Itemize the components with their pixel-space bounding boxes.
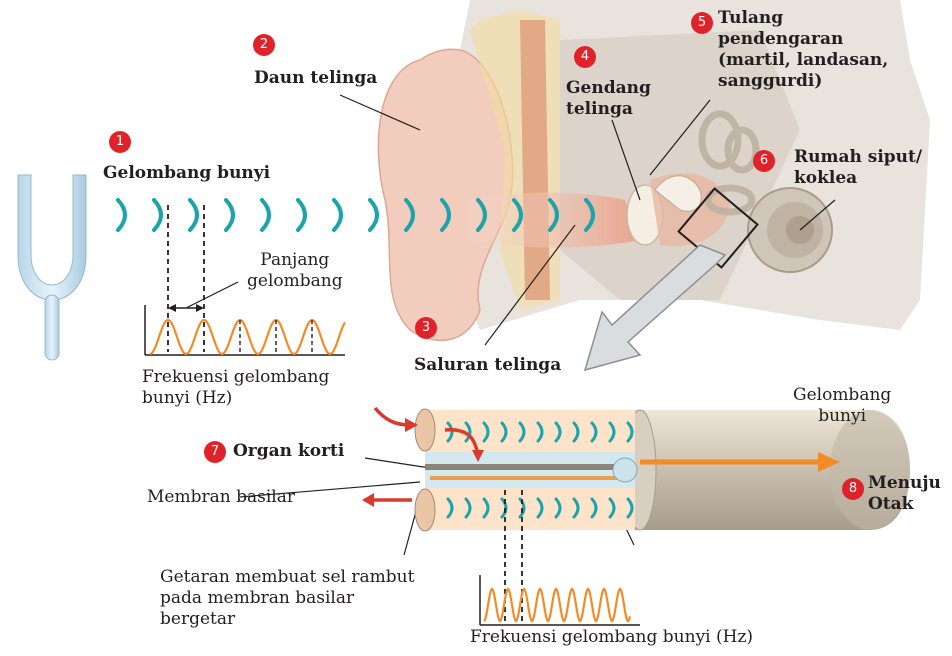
- label-vibration-note-line-2: pada membran basilar: [160, 588, 414, 609]
- label-cochlea: Rumah siput/ koklea: [794, 147, 922, 189]
- label-frequency-top-line-2: bunyi (Hz): [142, 388, 329, 409]
- badge-3: 3: [415, 317, 437, 339]
- badge-7: 7: [204, 441, 226, 463]
- label-ear-canal: Saluran telinga: [414, 355, 561, 376]
- label-sound-wave-tube-line-2: bunyi: [793, 406, 891, 427]
- tuning-fork: [18, 175, 86, 360]
- badge-4: 4: [574, 46, 596, 68]
- label-ossicles-line-1: Tulang: [718, 8, 888, 29]
- sound-wave-arc: [370, 200, 377, 230]
- label-ossicles: Tulang pendengaran (martil, landasan, sa…: [718, 8, 888, 92]
- sound-wave-arc: [190, 200, 197, 230]
- label-wavelength-line-2: gelombang: [247, 271, 343, 292]
- label-ossicles-line-4: sanggurdi): [718, 71, 888, 92]
- label-wavelength-line-1: Panjang: [247, 250, 343, 271]
- frequency-plot-bottom: [480, 575, 640, 625]
- sound-wave-arc: [298, 200, 305, 230]
- label-sound-wave-tube-line-1: Gelombang: [793, 385, 891, 406]
- frequency-plot-top: [145, 305, 345, 355]
- label-wavelength: Panjang gelombang: [247, 250, 343, 292]
- label-frequency-top-line-1: Frekuensi gelombang: [142, 367, 329, 388]
- label-frequency-top: Frekuensi gelombang bunyi (Hz): [142, 367, 329, 409]
- label-ossicles-line-3: (martil, landasan,: [718, 50, 888, 71]
- sound-wave-arc: [226, 200, 233, 230]
- label-pinna: Daun telinga: [254, 68, 377, 89]
- label-ossicles-line-2: pendengaran: [718, 29, 888, 50]
- label-cochlea-line-2: koklea: [794, 168, 922, 189]
- sound-wave-arc: [262, 200, 269, 230]
- label-sound-wave: Gelombang bunyi: [103, 163, 270, 184]
- cochlea: [748, 188, 832, 272]
- label-cochlea-line-1: Rumah siput/: [794, 147, 922, 168]
- label-eardrum: Gendang telinga: [566, 78, 651, 120]
- badge-5: 5: [691, 12, 713, 34]
- badge-8: 8: [842, 478, 864, 500]
- sound-wave-arc: [154, 200, 161, 230]
- cochlea-tube: [415, 409, 910, 531]
- label-eardrum-line-1: Gendang: [566, 78, 651, 99]
- badge-2: 2: [253, 34, 275, 56]
- label-vibration-note: Getaran membuat sel rambut pada membran …: [160, 567, 414, 630]
- label-organ-of-corti: Organ korti: [233, 441, 344, 462]
- label-eardrum-line-2: telinga: [566, 99, 651, 120]
- label-vibration-note-line-3: bergetar: [160, 609, 414, 630]
- label-to-brain: Menuju Otak: [868, 473, 941, 515]
- label-sound-wave-tube: Gelombang bunyi: [793, 385, 891, 427]
- wavelength-arrow: [168, 282, 238, 312]
- sound-wave-arc: [334, 200, 341, 230]
- label-basilar-membrane: Membran basilar: [147, 487, 295, 508]
- sound-wave-arc: [118, 200, 125, 230]
- badge-6: 6: [753, 150, 775, 172]
- label-vibration-note-line-1: Getaran membuat sel rambut: [160, 567, 414, 588]
- label-frequency-bottom: Frekuensi gelombang bunyi (Hz): [470, 627, 753, 648]
- label-to-brain-line-2: Otak: [868, 494, 941, 515]
- badge-1: 1: [109, 131, 131, 153]
- label-to-brain-line-1: Menuju: [868, 473, 941, 494]
